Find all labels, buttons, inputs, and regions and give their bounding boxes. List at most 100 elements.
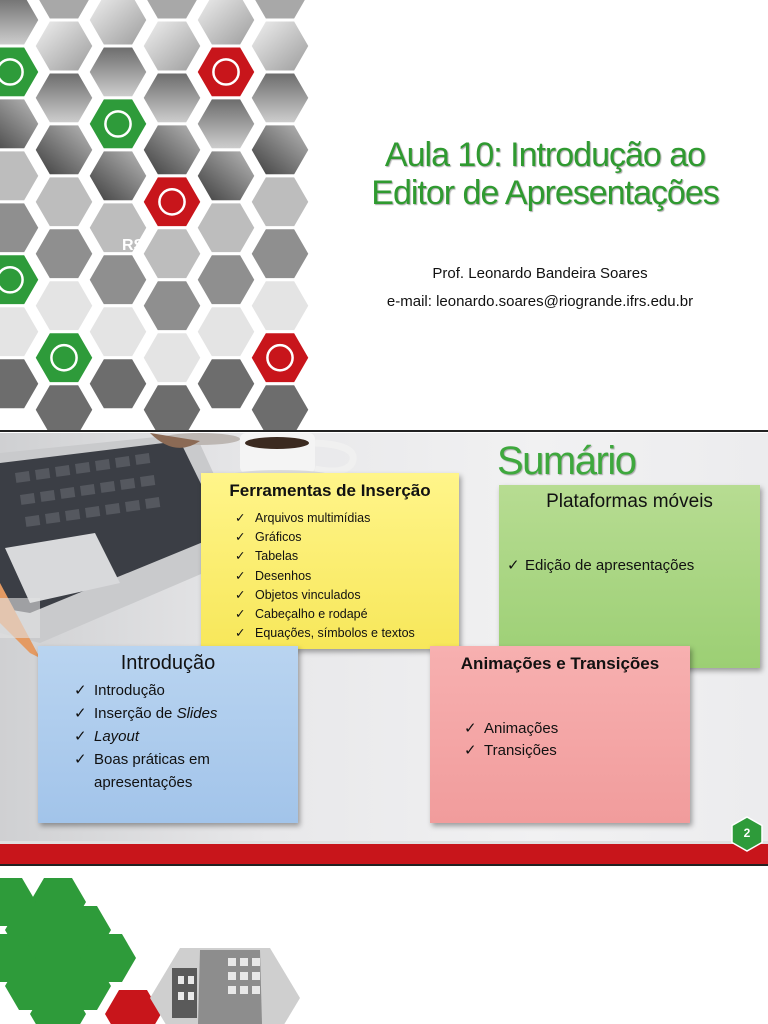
summary-title: Sumário xyxy=(497,439,637,483)
photo-hexagon xyxy=(248,278,312,334)
list-item: ✓ Tabelas xyxy=(235,547,459,566)
gear-tools-icon xyxy=(194,44,258,100)
note-heading: Animações e Transições xyxy=(460,654,660,673)
note-list: ✓Animações ✓Transições xyxy=(464,718,690,762)
photo-hexagon xyxy=(248,226,312,282)
list-item-continued: apresentações xyxy=(74,771,298,794)
desk-background-photo xyxy=(0,433,357,658)
note-heading: Introdução xyxy=(120,652,216,674)
list-item: ✓ Equações, símbolos e textos xyxy=(235,624,459,643)
checkmark-icon: ✓ xyxy=(74,705,87,722)
title-line-2: Editor de Apresentações xyxy=(371,174,719,212)
note-ferramentas: Ferramentas de Inserção ✓ Arquivos multim… xyxy=(201,473,459,649)
list-item-label: Equações, símbolos e textos xyxy=(255,626,415,641)
photo-hexagon xyxy=(32,18,96,74)
photo-hexagon xyxy=(194,200,258,256)
author-block: Prof. Leonardo Bandeira Soares e-mail: l… xyxy=(340,260,740,316)
list-item-label: Boas práticas em xyxy=(94,751,210,768)
photo-hexagon xyxy=(32,122,96,178)
keyboard-keys xyxy=(15,453,161,527)
lamp-icon xyxy=(86,96,150,152)
building-photo-hexagon xyxy=(150,948,300,1024)
list-item: ✓Transições xyxy=(464,740,690,762)
author-name: Prof. Leonardo Bandeira Soares xyxy=(432,265,648,282)
compass-icon xyxy=(248,330,312,386)
photo-hexagon xyxy=(86,304,150,360)
photo-hexagon xyxy=(0,200,42,256)
list-item-label: Cabeçalho e rodapé xyxy=(255,607,368,622)
photo-hexagon xyxy=(140,226,204,282)
photo-hexagon xyxy=(194,0,258,48)
note-heading: Plataformas móveis xyxy=(546,491,713,512)
list-item: ✓Inserção de Slides xyxy=(74,702,298,725)
photo-hexagon xyxy=(248,382,312,430)
gears-icon-glyph xyxy=(50,343,78,372)
checkmark-icon: ✓ xyxy=(74,751,87,768)
checkmark-icon: ✓ xyxy=(235,549,246,564)
note-introducao: Introdução ✓Introdução ✓Inserção de Slid… xyxy=(38,646,298,823)
hexagon-shape-red xyxy=(105,990,161,1024)
checkmark-icon: ✓ xyxy=(235,626,246,641)
list-item-label: Tabelas xyxy=(255,549,299,564)
gears-icon xyxy=(32,330,96,386)
photo-hexagon xyxy=(32,382,96,430)
photo-hexagon xyxy=(140,330,204,386)
hexagon-cluster xyxy=(0,878,300,1024)
photo-hexagon xyxy=(0,148,42,204)
list-item-label: apresentações xyxy=(94,774,193,791)
list-item-label: Transições xyxy=(484,742,557,759)
building-icon-glyph xyxy=(158,188,186,216)
list-item-label: Edição de apresentações xyxy=(525,557,695,574)
list-item: ✓ Boas práticas em xyxy=(74,748,298,771)
photo-hexagon xyxy=(0,304,42,360)
engineering-icon-glyph xyxy=(0,58,24,86)
list-item: ✓ Desenhos xyxy=(235,567,459,586)
list-item: ✓Layout xyxy=(74,725,298,748)
rs-badge-text: RS xyxy=(122,237,145,254)
photo-hexagon xyxy=(32,226,96,282)
list-item: ✓Animações xyxy=(464,718,690,740)
note-heading: Ferramentas de Inserção xyxy=(229,481,431,500)
building-icon xyxy=(140,174,204,230)
checkmark-icon: ✓ xyxy=(464,720,477,737)
list-item-label: Objetos vinculados xyxy=(255,587,361,602)
photo-hexagon xyxy=(140,18,204,74)
hexagon-photo-collage: RS xyxy=(0,0,330,430)
list-item-label: Desenhos xyxy=(255,568,312,583)
note-list: ✓Introdução ✓Inserção de Slides ✓Layout … xyxy=(74,679,298,794)
photo-hexagon xyxy=(86,0,150,48)
slide-section-cover xyxy=(0,868,768,1024)
checkmark-icon: ✓ xyxy=(235,568,246,583)
photo-hexagon xyxy=(140,70,204,126)
photo-hexagon xyxy=(86,252,150,308)
list-item-label: Layout xyxy=(94,728,140,745)
list-item-label: Inserção de xyxy=(94,705,177,722)
photo-hexagon xyxy=(140,122,204,178)
list-item: ✓Objetos vinculados xyxy=(235,586,459,605)
note-list: ✓Edição de apresentações xyxy=(507,555,760,577)
compass-icon-glyph xyxy=(266,343,294,372)
checkmark-icon: ✓ xyxy=(235,607,246,622)
hexagon-shape xyxy=(30,990,86,1024)
edge-mask xyxy=(318,0,330,430)
hexagon-icon xyxy=(731,816,763,852)
photo-hexagon xyxy=(248,18,312,74)
slide-title-heading: Aula 10: Introdução ao Editor de Apresen… xyxy=(340,136,750,212)
photo-hexagon xyxy=(248,122,312,178)
note-plataformas: Plataformas móveis ✓Edição de apresentaç… xyxy=(499,485,760,668)
list-item: ✓ Arquivos multimídias xyxy=(235,509,459,528)
checkmark-icon: ✓ xyxy=(74,682,87,699)
photo-hexagon xyxy=(143,0,201,22)
photo-hexagon xyxy=(251,0,309,22)
photo-hexagon xyxy=(140,382,204,430)
leaf-icon xyxy=(0,252,42,308)
footer-bar xyxy=(0,841,768,864)
list-item: ✓ Cabeçalho e rodapé xyxy=(235,605,459,624)
photo-hexagon xyxy=(194,96,258,152)
leaf-icon-glyph xyxy=(0,265,24,294)
photo-hexagon xyxy=(86,356,150,412)
list-item-label: Arquivos multimídias xyxy=(255,511,371,525)
note-list: ✓Arquivos multimídias ✓Gráficos ✓Tabelas… xyxy=(235,509,459,643)
checkmark-icon: ✓ xyxy=(235,511,246,525)
